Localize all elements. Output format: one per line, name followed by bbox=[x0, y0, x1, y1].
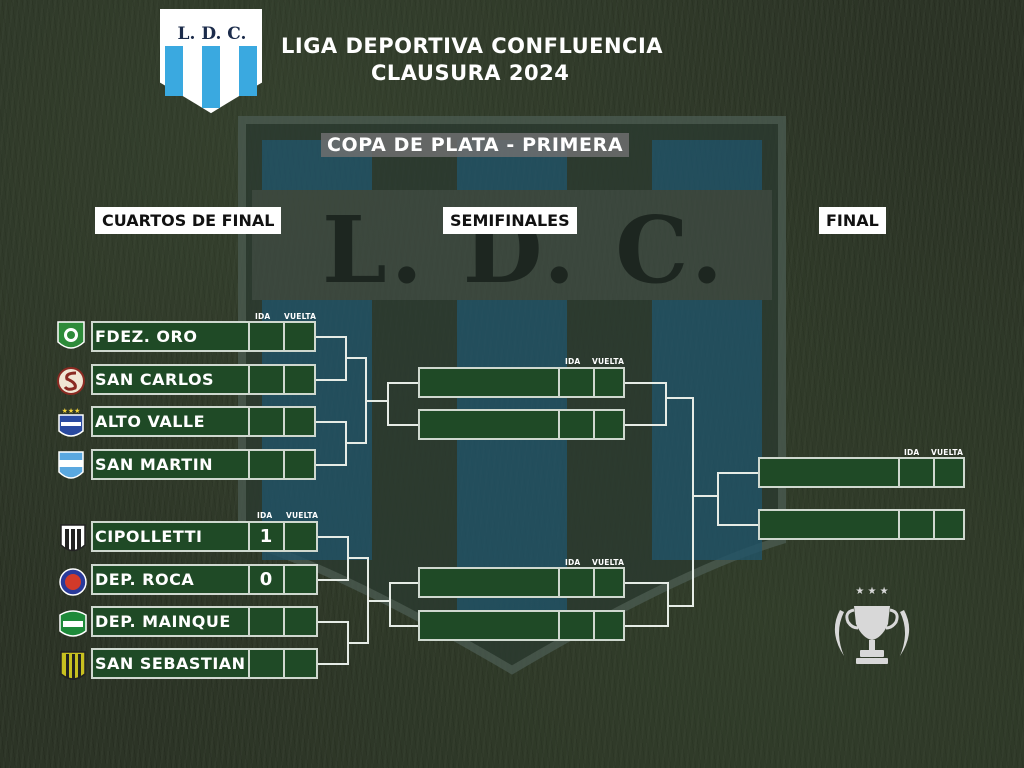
qf-row-1: FDEZ. ORO bbox=[91, 321, 316, 352]
ida-cell: 0 bbox=[248, 566, 272, 593]
cfo-badge-icon bbox=[57, 321, 85, 349]
ida-cell bbox=[558, 569, 560, 596]
title-line-2: CLAUSURA 2024 bbox=[371, 61, 570, 85]
ida-cell bbox=[248, 408, 250, 435]
team-name: DEP. MAINQUE bbox=[95, 612, 231, 631]
vuelta-cell bbox=[593, 569, 595, 596]
final-row-1 bbox=[758, 457, 965, 488]
ida-cell bbox=[898, 459, 900, 486]
team-name: ALTO VALLE bbox=[95, 412, 206, 431]
sf-row-4 bbox=[418, 610, 625, 641]
ida-cell bbox=[248, 366, 250, 393]
cipolletti-badge-icon bbox=[60, 524, 86, 552]
logo-text: L. D. C. bbox=[177, 24, 247, 44]
final-ida-header: IDA bbox=[904, 448, 920, 457]
ida-cell bbox=[558, 411, 560, 438]
vuelta-cell bbox=[283, 408, 285, 435]
qf-row-6: DEP. ROCA 0 bbox=[91, 564, 318, 595]
vuelta-cell bbox=[933, 511, 935, 538]
qf-top-vuelta-header: VUELTA bbox=[284, 312, 317, 321]
team-name: SAN MARTIN bbox=[95, 455, 214, 474]
ida-cell bbox=[558, 369, 560, 396]
ida-cell: 1 bbox=[248, 523, 272, 550]
svg-text:★ ★ ★: ★ ★ ★ bbox=[855, 586, 888, 597]
qf-top-ida-header: IDA bbox=[255, 312, 271, 321]
sf-row-2 bbox=[418, 409, 625, 440]
qf-bottom-ida-header: IDA bbox=[257, 511, 273, 520]
vuelta-cell bbox=[283, 608, 285, 635]
qf-row-4: SAN MARTIN bbox=[91, 449, 316, 480]
vuelta-cell bbox=[593, 612, 595, 639]
ida-cell bbox=[248, 650, 250, 677]
team-name: SAN CARLOS bbox=[95, 370, 215, 389]
sf-bottom-ida-header: IDA bbox=[565, 558, 581, 567]
background-shield-logo bbox=[238, 116, 786, 675]
sf-top-ida-header: IDA bbox=[565, 357, 581, 366]
ida-cell bbox=[248, 608, 250, 635]
alto-valle-badge-icon: ★★★ bbox=[58, 407, 84, 437]
vuelta-cell bbox=[593, 369, 595, 396]
ldc-logo bbox=[160, 9, 262, 114]
sf-row-3 bbox=[418, 567, 625, 598]
qf-row-5: CIPOLLETTI 1 bbox=[91, 521, 318, 552]
qf-row-2: SAN CARLOS bbox=[91, 364, 316, 395]
vuelta-cell bbox=[283, 650, 285, 677]
san-carlos-badge-icon bbox=[57, 367, 85, 395]
round-label-final: FINAL bbox=[819, 207, 886, 234]
qf-row-3: ALTO VALLE bbox=[91, 406, 316, 437]
san-martin-badge-icon bbox=[58, 451, 84, 479]
sf-bottom-vuelta-header: VUELTA bbox=[592, 558, 625, 567]
ida-cell bbox=[248, 323, 250, 350]
round-label-semifinals: SEMIFINALES bbox=[443, 207, 577, 234]
vuelta-cell bbox=[933, 459, 935, 486]
qf-bottom-vuelta-header: VUELTA bbox=[286, 511, 319, 520]
trophy-icon: ★ ★ ★ bbox=[834, 586, 910, 664]
competition-subtitle: COPA DE PLATA - PRIMERA bbox=[321, 133, 630, 157]
ida-cell bbox=[248, 451, 250, 478]
qf-row-8: SAN SEBASTIAN bbox=[91, 648, 318, 679]
team-name: CIPOLLETTI bbox=[95, 527, 203, 546]
sf-top-vuelta-header: VUELTA bbox=[592, 357, 625, 366]
team-name: FDEZ. ORO bbox=[95, 327, 198, 346]
vuelta-cell bbox=[283, 451, 285, 478]
final-vuelta-header: VUELTA bbox=[931, 448, 964, 457]
final-row-2 bbox=[758, 509, 965, 540]
vuelta-cell bbox=[283, 323, 285, 350]
cdm-badge-icon bbox=[59, 610, 87, 637]
ida-cell bbox=[898, 511, 900, 538]
sf-row-1 bbox=[418, 367, 625, 398]
vuelta-cell bbox=[593, 411, 595, 438]
svg-text:★★★: ★★★ bbox=[62, 407, 81, 415]
vuelta-cell bbox=[283, 566, 285, 593]
team-name: SAN SEBASTIAN bbox=[95, 654, 246, 673]
vuelta-cell bbox=[283, 366, 285, 393]
san-sebastian-badge-icon bbox=[60, 651, 86, 680]
team-name: DEP. ROCA bbox=[95, 570, 195, 589]
qf-row-7: DEP. MAINQUE bbox=[91, 606, 318, 637]
dep-roca-badge-icon bbox=[59, 568, 87, 596]
ida-cell bbox=[558, 612, 560, 639]
title-line-1: LIGA DEPORTIVA CONFLUENCIA bbox=[281, 34, 664, 58]
vuelta-cell bbox=[283, 523, 285, 550]
round-label-quarterfinals: CUARTOS DE FINAL bbox=[95, 207, 282, 234]
